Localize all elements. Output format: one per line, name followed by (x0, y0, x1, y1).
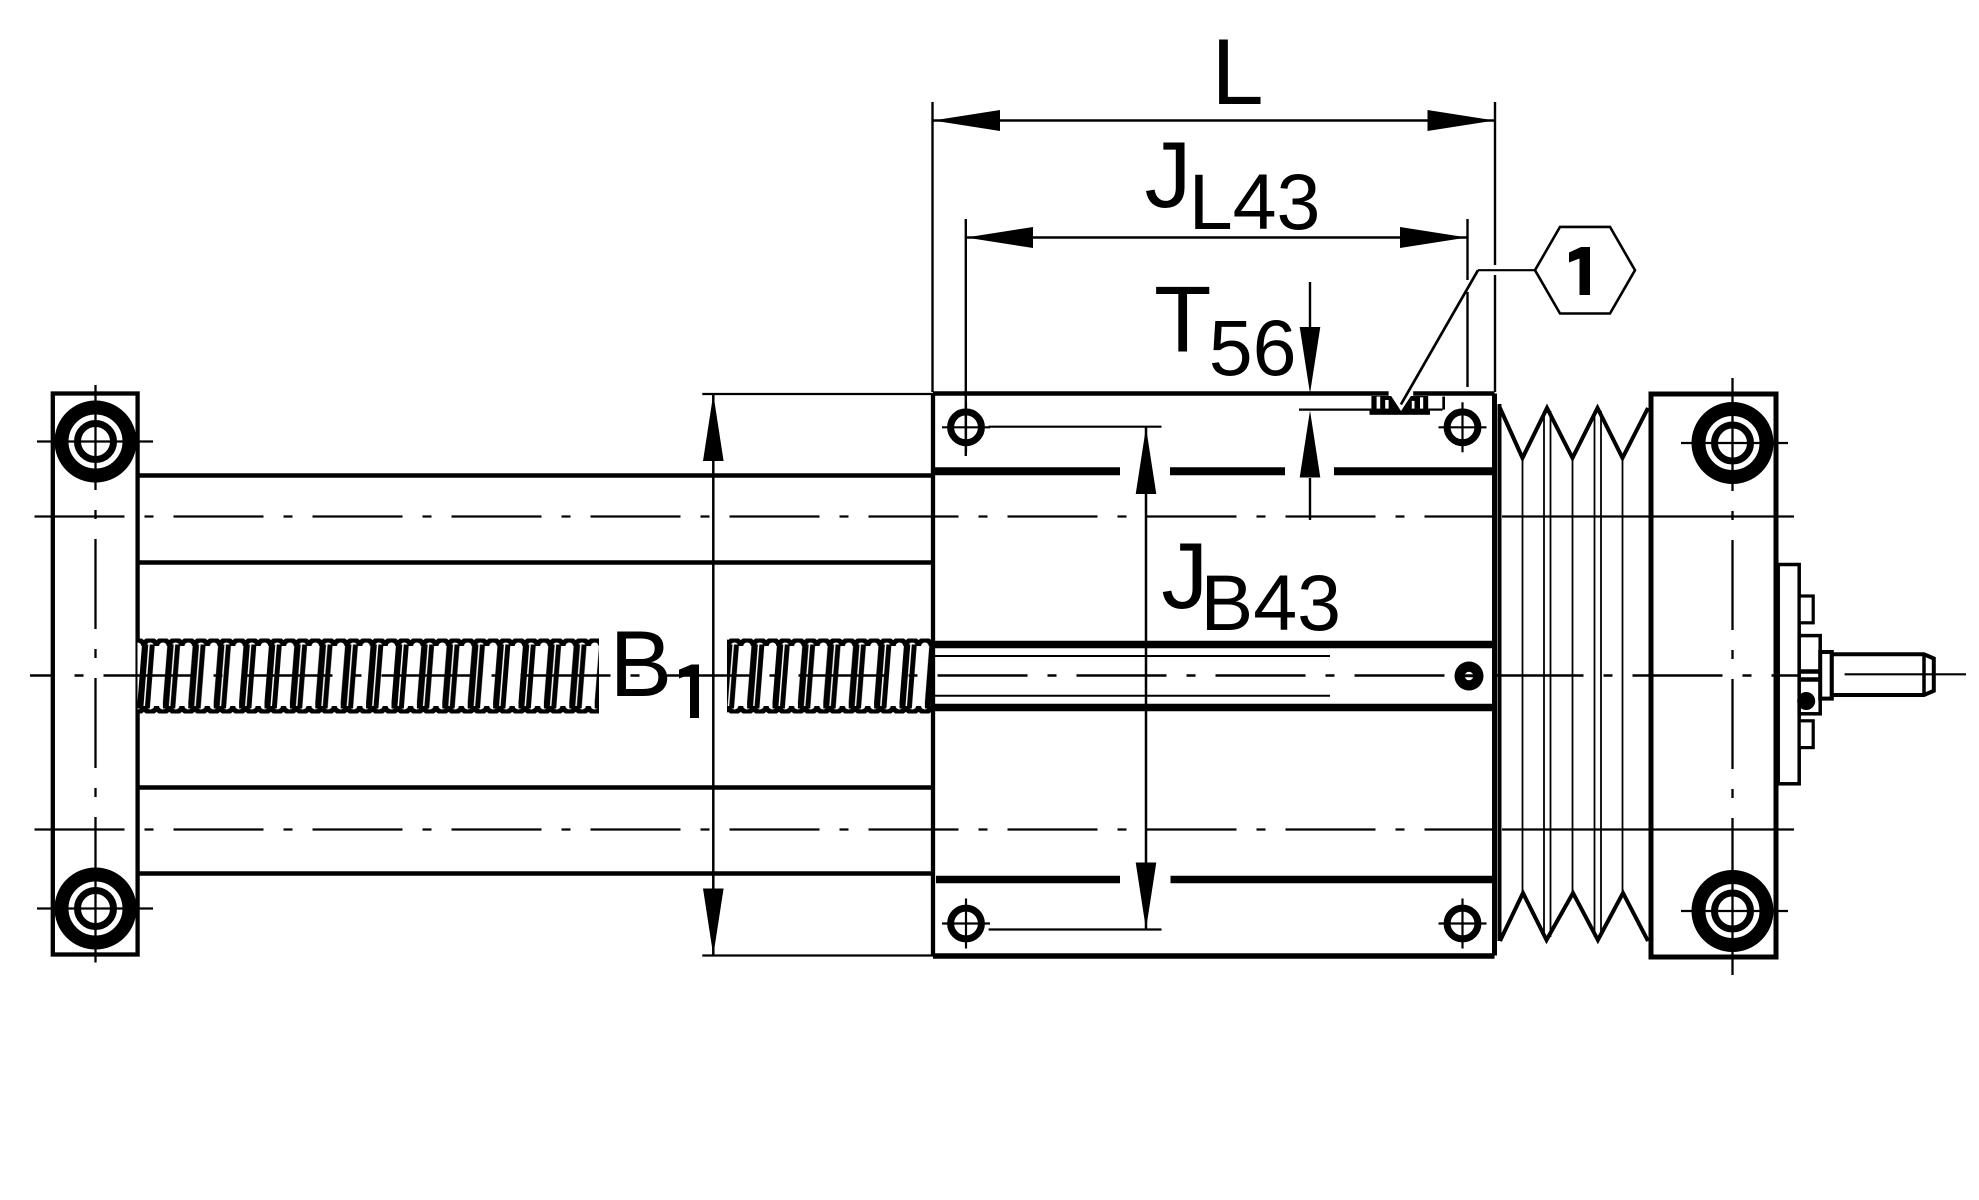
svg-text:L43: L43 (1189, 157, 1321, 246)
svg-text:B: B (610, 611, 673, 716)
svg-text:J: J (1145, 122, 1192, 227)
svg-text:56: 56 (1209, 303, 1297, 392)
svg-text:L: L (1211, 19, 1263, 124)
svg-text:J: J (1161, 523, 1208, 628)
svg-text:B43: B43 (1201, 558, 1342, 647)
svg-text:T: T (1154, 267, 1211, 372)
